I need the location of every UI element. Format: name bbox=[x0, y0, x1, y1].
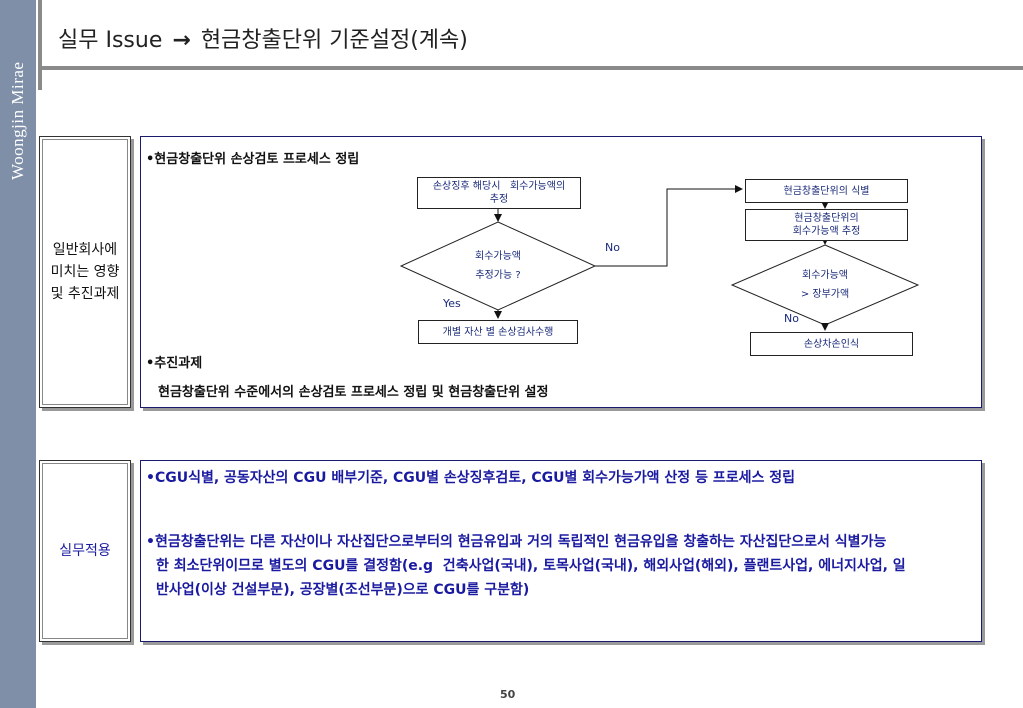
title-left: 실무 Issue bbox=[58, 28, 163, 53]
page-number: 50 bbox=[500, 688, 516, 701]
section2-label: 실무적용 bbox=[59, 543, 111, 559]
box-cgu-recoverable-estimate: 현금창출단위의 회수가능액 추정 bbox=[745, 209, 908, 241]
box-cgu-identify: 현금창출단위의 식별 bbox=[745, 179, 908, 203]
label-line: 및 추진과제 bbox=[50, 286, 120, 302]
no-label-1: No bbox=[605, 241, 620, 254]
bullet-line: 반사업(이상 건설부문), 공장별(조선부문)으로 CGU를 구분함) bbox=[156, 582, 530, 598]
title-rule bbox=[42, 66, 1023, 70]
fc-line: 현금창출단위의 bbox=[794, 213, 859, 224]
fc-line: > 장부가액 bbox=[800, 289, 850, 300]
task-heading: •추진과제 bbox=[146, 356, 203, 371]
section2-content-box bbox=[140, 460, 982, 642]
fc-line: 회수가능액 bbox=[802, 270, 848, 281]
section1-label: 일반회사에 미치는 영향 및 추진과제 bbox=[51, 239, 120, 305]
title-right: 현금창출단위 기준설정(계속) bbox=[200, 28, 468, 53]
sidebar: Woongjin Mirae bbox=[0, 0, 36, 708]
connector bbox=[595, 185, 743, 267]
fc-line: 추정 bbox=[489, 194, 509, 205]
practice-bullet-1: •CGU식별, 공동자산의 CGU 배부기준, CGU별 손상징후검토, CGU… bbox=[146, 470, 795, 486]
box-impairment-estimate: 손상징후 해당시 회수가능액의 추정 bbox=[417, 177, 581, 209]
box-individual-test: 개별 자산 별 손상검사수행 bbox=[418, 320, 578, 344]
fc-line: 손상차손인식 bbox=[803, 338, 860, 350]
bullet-line: •현금창출단위는 다른 자산이나 자산집단으로부터의 현금유입과 거의 독립적인… bbox=[146, 534, 887, 550]
fc-line: 현금창출단위의 식별 bbox=[783, 185, 870, 197]
arrow-right-icon: → bbox=[172, 28, 191, 53]
bullet-line: 한 최소단위이므로 별도의 CGU를 결정함(e.g 건축사업(국내), 토목사… bbox=[156, 558, 906, 574]
fc-line: 회수가능액 bbox=[475, 251, 521, 262]
process-heading: •현금창출단위 손상검토 프로세스 정립 bbox=[146, 152, 360, 167]
practice-bullet-2: •현금창출단위는 다른 자산이나 자산집단으로부터의 현금유입과 거의 독립적인… bbox=[146, 530, 976, 602]
section1-label-box: 일반회사에 미치는 영향 및 추진과제 bbox=[39, 136, 131, 408]
label-line: 미치는 영향 bbox=[50, 264, 120, 280]
yes-label: Yes bbox=[443, 297, 461, 310]
box-impairment-loss: 손상차손인식 bbox=[750, 332, 913, 356]
fc-line: 손상징후 해당시 회수가능액의 bbox=[432, 181, 566, 192]
task-text: 현금창출단위 수준에서의 손상검토 프로세스 정립 및 현금창출단위 설정 bbox=[158, 385, 549, 400]
diamond1-text: 회수가능액 추정가능 ? bbox=[440, 247, 556, 285]
side-tick bbox=[38, 0, 42, 90]
page-title: 실무 Issue → 현금창출단위 기준설정(계속) bbox=[58, 22, 468, 54]
fc-line: 개별 자산 별 손상검사수행 bbox=[442, 326, 554, 338]
fc-line: 회수가능액 추정 bbox=[792, 226, 861, 237]
no-label-2: No bbox=[784, 312, 799, 325]
diamond2-text: 회수가능액 > 장부가액 bbox=[770, 266, 880, 304]
fc-line: 추정가능 ? bbox=[475, 270, 521, 281]
section2-label-box: 실무적용 bbox=[39, 460, 131, 642]
label-line: 일반회사에 bbox=[52, 242, 118, 258]
